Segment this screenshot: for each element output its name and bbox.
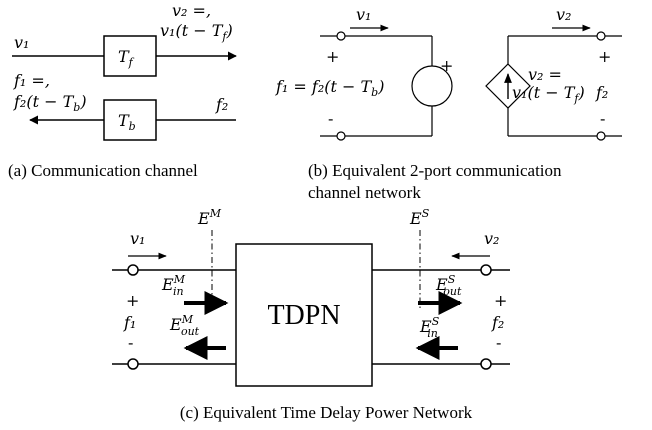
panel-b-v2-expr: v₁(t − Tf) [512, 83, 585, 105]
panel-c-left-top-terminal [127, 264, 139, 276]
panel-b-right-minus: - [600, 109, 605, 128]
panel-a-f2-label: f₂ [215, 95, 228, 114]
panel-b-caption-line1: (b) Equivalent 2-port communication [308, 161, 562, 180]
panel-a-v2-eq-line1: v₂ =, [172, 1, 211, 20]
panel-b-f2-label: f₂ [595, 83, 608, 102]
panel-b-source-plus: + [440, 56, 453, 75]
panel-b-v1-label: v₁ [356, 5, 371, 24]
panel-a-v1-label: v₁ [14, 33, 29, 52]
panel-c-caption: (c) Equivalent Time Delay Power Network [180, 403, 473, 422]
panel-b-right-bottom-terminal [596, 131, 606, 141]
panel-c-left-plus: + [126, 291, 139, 310]
panel-b-left-plus: + [326, 47, 339, 66]
panel-b-right-top-terminal [596, 31, 606, 41]
panel-c-right-bottom-terminal [480, 358, 492, 370]
panel-a-f1-eq-line2: f₂(t − Tb) [13, 92, 87, 114]
tb-delay-label: Tb [118, 111, 136, 133]
panel-c-f1-label: f₁ [123, 313, 136, 332]
panel-b: v₁ + + f₁ = f₂(t − Tb) - v₂ v₂ = v₁(t − … [275, 5, 622, 202]
tdpn-block [235, 243, 373, 387]
panel-c-f2-label: f₂ [491, 313, 504, 332]
panel-c-right-plus: + [494, 291, 507, 310]
tf-delay-label: Tf [118, 47, 135, 69]
panel-b-f1-expr: f₁ = f₂(t − Tb) [275, 77, 384, 99]
panel-a-v2-eq-line2: v₁(t − Tf) [160, 21, 233, 43]
panel-b-v2-label: v₂ [556, 5, 571, 24]
panel-c-left-minus: - [128, 333, 133, 352]
panel-b-right-plus: + [598, 47, 611, 66]
panel-c-left-bottom-terminal [127, 358, 139, 370]
panel-b-left-bottom-terminal [336, 131, 346, 141]
tdpn-label: TDPN [267, 300, 340, 331]
panel-b-left-minus: - [328, 109, 333, 128]
panel-b-left-top-terminal [336, 31, 346, 41]
panel-a-f1-eq-line1: f₁ =, [13, 71, 50, 90]
panel-b-caption-line2: channel network [308, 183, 421, 202]
panel-b-v2-eq-label: v₂ = [528, 65, 562, 84]
panel-c-v2-label: v₂ [484, 229, 499, 248]
panel-c-es-label: ES [409, 207, 430, 228]
panel-c-right-top-terminal [480, 264, 492, 276]
panel-a-caption: (a) Communication channel [8, 161, 198, 180]
panel-c-v1-label: v₁ [130, 229, 145, 248]
panel-c-right-minus: - [496, 333, 501, 352]
panel-a: v₁ Tf v₂ =, v₁(t − Tf) f₁ =, f₂(t − Tb) … [8, 1, 237, 180]
panel-c-em-label: EM [197, 207, 222, 228]
